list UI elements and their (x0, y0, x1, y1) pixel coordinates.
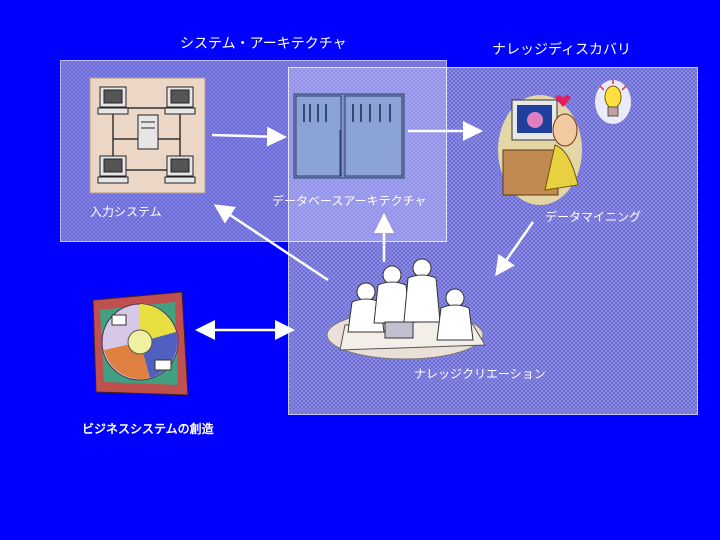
knowledge-discovery-title: ナレッジディスカバリ (492, 42, 632, 58)
business-collage-icon (92, 291, 189, 396)
database-architecture-label: データベースアーキテクチャ (272, 194, 427, 208)
knowledge-creation-label: ナレッジクリエーション (414, 367, 546, 381)
system-architecture-title: システム・アーキテクチャ (180, 36, 347, 52)
input-system-label: 入力システム (90, 205, 162, 219)
lightbulb-icon (595, 80, 631, 124)
team-meeting-icon (326, 258, 486, 360)
business-creation-label: ビジネスシステムの創造 (82, 422, 214, 436)
database-server-icon (293, 93, 405, 179)
arrow-input-to-database (211, 126, 287, 147)
arrow-creation-to-input (213, 204, 329, 282)
data-mining-label: データマイニング (545, 210, 642, 224)
person-at-computer-icon (498, 95, 582, 205)
arrow-mining-to-creation (495, 221, 535, 277)
network-computers-icon (89, 77, 206, 194)
knowledge-discovery-region (288, 67, 698, 415)
